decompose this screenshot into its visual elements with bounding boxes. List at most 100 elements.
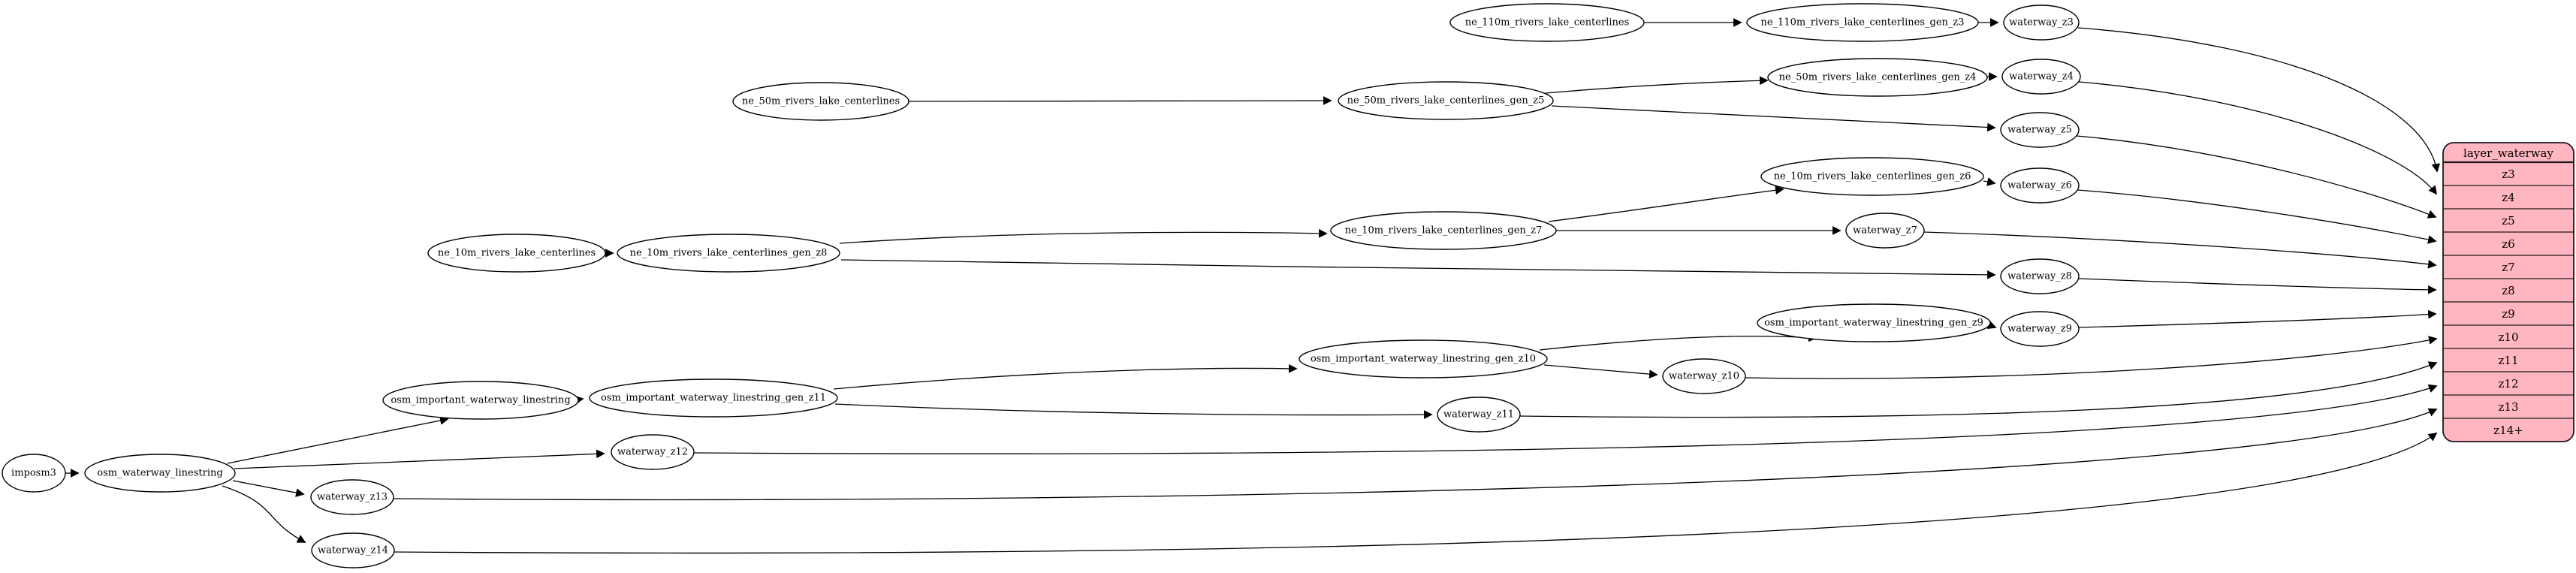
node-waterway_z13-label: waterway_z13	[317, 492, 388, 503]
node-osm_waterway_linestring: osm_waterway_linestring	[84, 454, 236, 493]
node-waterway_z10: waterway_z10	[1662, 358, 1746, 394]
node-waterway_z5: waterway_z5	[2000, 112, 2080, 148]
edge-waterway_z7--row-z7	[1923, 231, 2437, 269]
node-waterway_z12: waterway_z12	[611, 434, 695, 470]
table-row-z3: z3	[2502, 167, 2514, 181]
node-ne_10m_rivers_lake_centerlines_gen_z7: ne_10m_rivers_lake_centerlines_gen_z7	[1330, 211, 1557, 250]
edges-layer	[65, 18, 2441, 554]
node-osm_important_waterway_linestring-label: osm_important_waterway_linestring	[391, 395, 570, 406]
node-osm_important_waterway_linestring_gen_z11: osm_important_waterway_linestring_gen_z1…	[589, 378, 838, 418]
table-row-z9: z9	[2502, 307, 2514, 321]
node-gen_z7-label: ne_10m_rivers_lake_centerlines_gen_z7	[1345, 225, 1543, 237]
node-waterway_z10-label: waterway_z10	[1669, 371, 1739, 382]
edge-gen_z10--gen_z9	[1539, 333, 1817, 351]
node-gen_z3-label: ne_110m_rivers_lake_centerlines_gen_z3	[1760, 17, 1964, 29]
node-waterway_z11-label: waterway_z11	[1443, 409, 1514, 421]
node-gen_z4-label: ne_50m_rivers_lake_centerlines_gen_z4	[1779, 72, 1977, 83]
edge-waterway_z3--row-z3	[2077, 27, 2441, 173]
edge-gen_z8--gen_z7	[839, 228, 1328, 244]
node-waterway_z9-label: waterway_z9	[2007, 324, 2072, 335]
edge-waterway_z14--row-z14	[394, 432, 2438, 554]
node-ne_50m_rivers_lake_centerlines_gen_z4: ne_50m_rivers_lake_centerlines_gen_z4	[1767, 58, 1988, 97]
node-waterway_z6-label: waterway_z6	[2007, 180, 2072, 192]
table-background	[2442, 142, 2574, 442]
edge-waterway_z5--row-z5	[2076, 135, 2437, 219]
edge-gen_z11--waterway_z11	[834, 403, 1433, 419]
node-osm_waterway_linestring-label: osm_waterway_linestring	[97, 468, 222, 479]
edge-gen_z7--gen_z6	[1548, 185, 1784, 222]
edge-waterway_z12--row-z12	[693, 384, 2438, 454]
table-row-z11: z11	[2499, 354, 2519, 367]
node-ne_10m_rivers_lake_centerlines: ne_10m_rivers_lake_centerlines	[427, 234, 606, 273]
edge-waterway_z10--row-z10	[1745, 336, 2438, 379]
node-gen_z6-label: ne_10m_rivers_lake_centerlines_gen_z6	[1774, 171, 1971, 182]
edge-gen_z11--gen_z10	[833, 363, 1298, 390]
nodes-layer: imposm3 osm_waterway_linestring osm_impo…	[2, 3, 2081, 568]
edge-osm_waterway_linestring--waterway_z14	[222, 485, 306, 543]
table-row-z14: z14+	[2493, 424, 2523, 437]
node-ne_50m_rivers_lake_centerlines: ne_50m_rivers_lake_centerlines	[732, 82, 909, 121]
node-osm_important_waterway_linestring: osm_important_waterway_linestring	[382, 381, 579, 420]
edge-osm_waterway_linestring--osm_important_waterway_linestring	[227, 416, 449, 464]
node-gen_z5-label: ne_50m_rivers_lake_centerlines_gen_z5	[1347, 95, 1545, 107]
node-waterway_z8: waterway_z8	[2000, 258, 2080, 294]
node-osm_important_waterway_linestring_gen_z10: osm_important_waterway_linestring_gen_z1…	[1299, 339, 1548, 378]
edge-waterway_z6--row-z6	[2077, 189, 2437, 244]
node-waterway_z7: waterway_z7	[1845, 213, 1925, 249]
table-row-z10: z10	[2499, 330, 2519, 344]
node-waterway_z3: waterway_z3	[2003, 5, 2080, 41]
edge-gen_z9--waterway_z9	[1986, 321, 1997, 329]
node-gen_z11-label: osm_important_waterway_linestring_gen_z1…	[601, 393, 826, 404]
node-osm_important_waterway_linestring_gen_z9: osm_important_waterway_linestring_gen_z9	[1757, 303, 1991, 342]
edge-osm_important_waterway_linestring--gen_z11	[575, 395, 584, 405]
node-waterway_z12-label: waterway_z12	[617, 447, 688, 458]
table-row-z8: z8	[2502, 284, 2514, 297]
table-row-z13: z13	[2499, 400, 2519, 414]
table-title: layer_waterway	[2463, 146, 2553, 160]
node-waterway_z3-label: waterway_z3	[2009, 17, 2074, 29]
node-ne_50m-label: ne_50m_rivers_lake_centerlines	[742, 96, 900, 107]
node-waterway_z9: waterway_z9	[2000, 311, 2080, 347]
edge-waterway_z9--row-z9	[2078, 309, 2437, 328]
node-ne_110m-label: ne_110m_rivers_lake_centerlines	[1465, 17, 1630, 29]
node-waterway_z13: waterway_z13	[310, 479, 394, 515]
edge-gen_z5--gen_z4	[1545, 76, 1769, 94]
node-waterway_z6: waterway_z6	[2000, 167, 2080, 204]
edge-gen_z6--waterway_z6	[1983, 177, 1996, 186]
node-ne_110m_rivers_lake_centerlines: ne_110m_rivers_lake_centerlines	[1449, 3, 1645, 42]
node-waterway_z4: waterway_z4	[2001, 59, 2081, 95]
table-row-z7: z7	[2502, 261, 2514, 274]
edge-waterway_z4--row-z4	[2078, 81, 2438, 195]
node-waterway_z11: waterway_z11	[1437, 397, 1521, 433]
node-gen_z9-label: osm_important_waterway_linestring_gen_z9	[1764, 318, 1983, 329]
node-gen_z10-label: osm_important_waterway_linestring_gen_z1…	[1311, 354, 1536, 365]
table-row-z4: z4	[2502, 191, 2514, 204]
edge-osm_waterway_linestring--waterway_z13	[232, 480, 305, 497]
edge-gen_z10--waterway_z10	[1543, 364, 1658, 378]
node-waterway_z8-label: waterway_z8	[2007, 271, 2072, 282]
edge-waterway_z8--row-z8	[2078, 278, 2437, 294]
node-waterway_z4-label: waterway_z4	[2009, 71, 2074, 83]
layer-waterway-table: layer_waterway z3 z4 z5 z6 z7 z8 z9 z10 …	[2442, 142, 2574, 442]
node-ne_10m_rivers_lake_centerlines_gen_z8: ne_10m_rivers_lake_centerlines_gen_z8	[617, 234, 840, 273]
edge-osm_waterway_linestring--waterway_z12	[234, 449, 605, 469]
node-imposm3-label: imposm3	[11, 468, 56, 479]
node-ne_10m_rivers_lake_centerlines_gen_z6: ne_10m_rivers_lake_centerlines_gen_z6	[1760, 157, 1984, 196]
node-waterway_z7-label: waterway_z7	[1853, 225, 1917, 237]
node-ne_110m_rivers_lake_centerlines_gen_z3: ne_110m_rivers_lake_centerlines_gen_z3	[1746, 3, 1979, 42]
table-row-z12: z12	[2499, 377, 2519, 391]
node-gen_z8-label: ne_10m_rivers_lake_centerlines_gen_z8	[630, 248, 828, 259]
edge-gen_z5--waterway_z5	[1551, 105, 1996, 132]
node-imposm3: imposm3	[2, 454, 66, 493]
node-waterway_z5-label: waterway_z5	[2007, 125, 2072, 136]
edge-waterway_z13--row-z13	[393, 408, 2438, 501]
edge-gen_8--waterway_z8	[840, 259, 1996, 279]
node-waterway_z14-label: waterway_z14	[318, 545, 388, 556]
node-ne_50m_rivers_lake_centerlines_gen_z5: ne_50m_rivers_lake_centerlines_gen_z5	[1338, 81, 1554, 120]
node-waterway_z14: waterway_z14	[311, 532, 395, 568]
edge-waterway_z11--row-z11	[1519, 361, 2438, 418]
node-ne_10m-label: ne_10m_rivers_lake_centerlines	[438, 248, 596, 259]
table-row-z5: z5	[2502, 214, 2514, 228]
